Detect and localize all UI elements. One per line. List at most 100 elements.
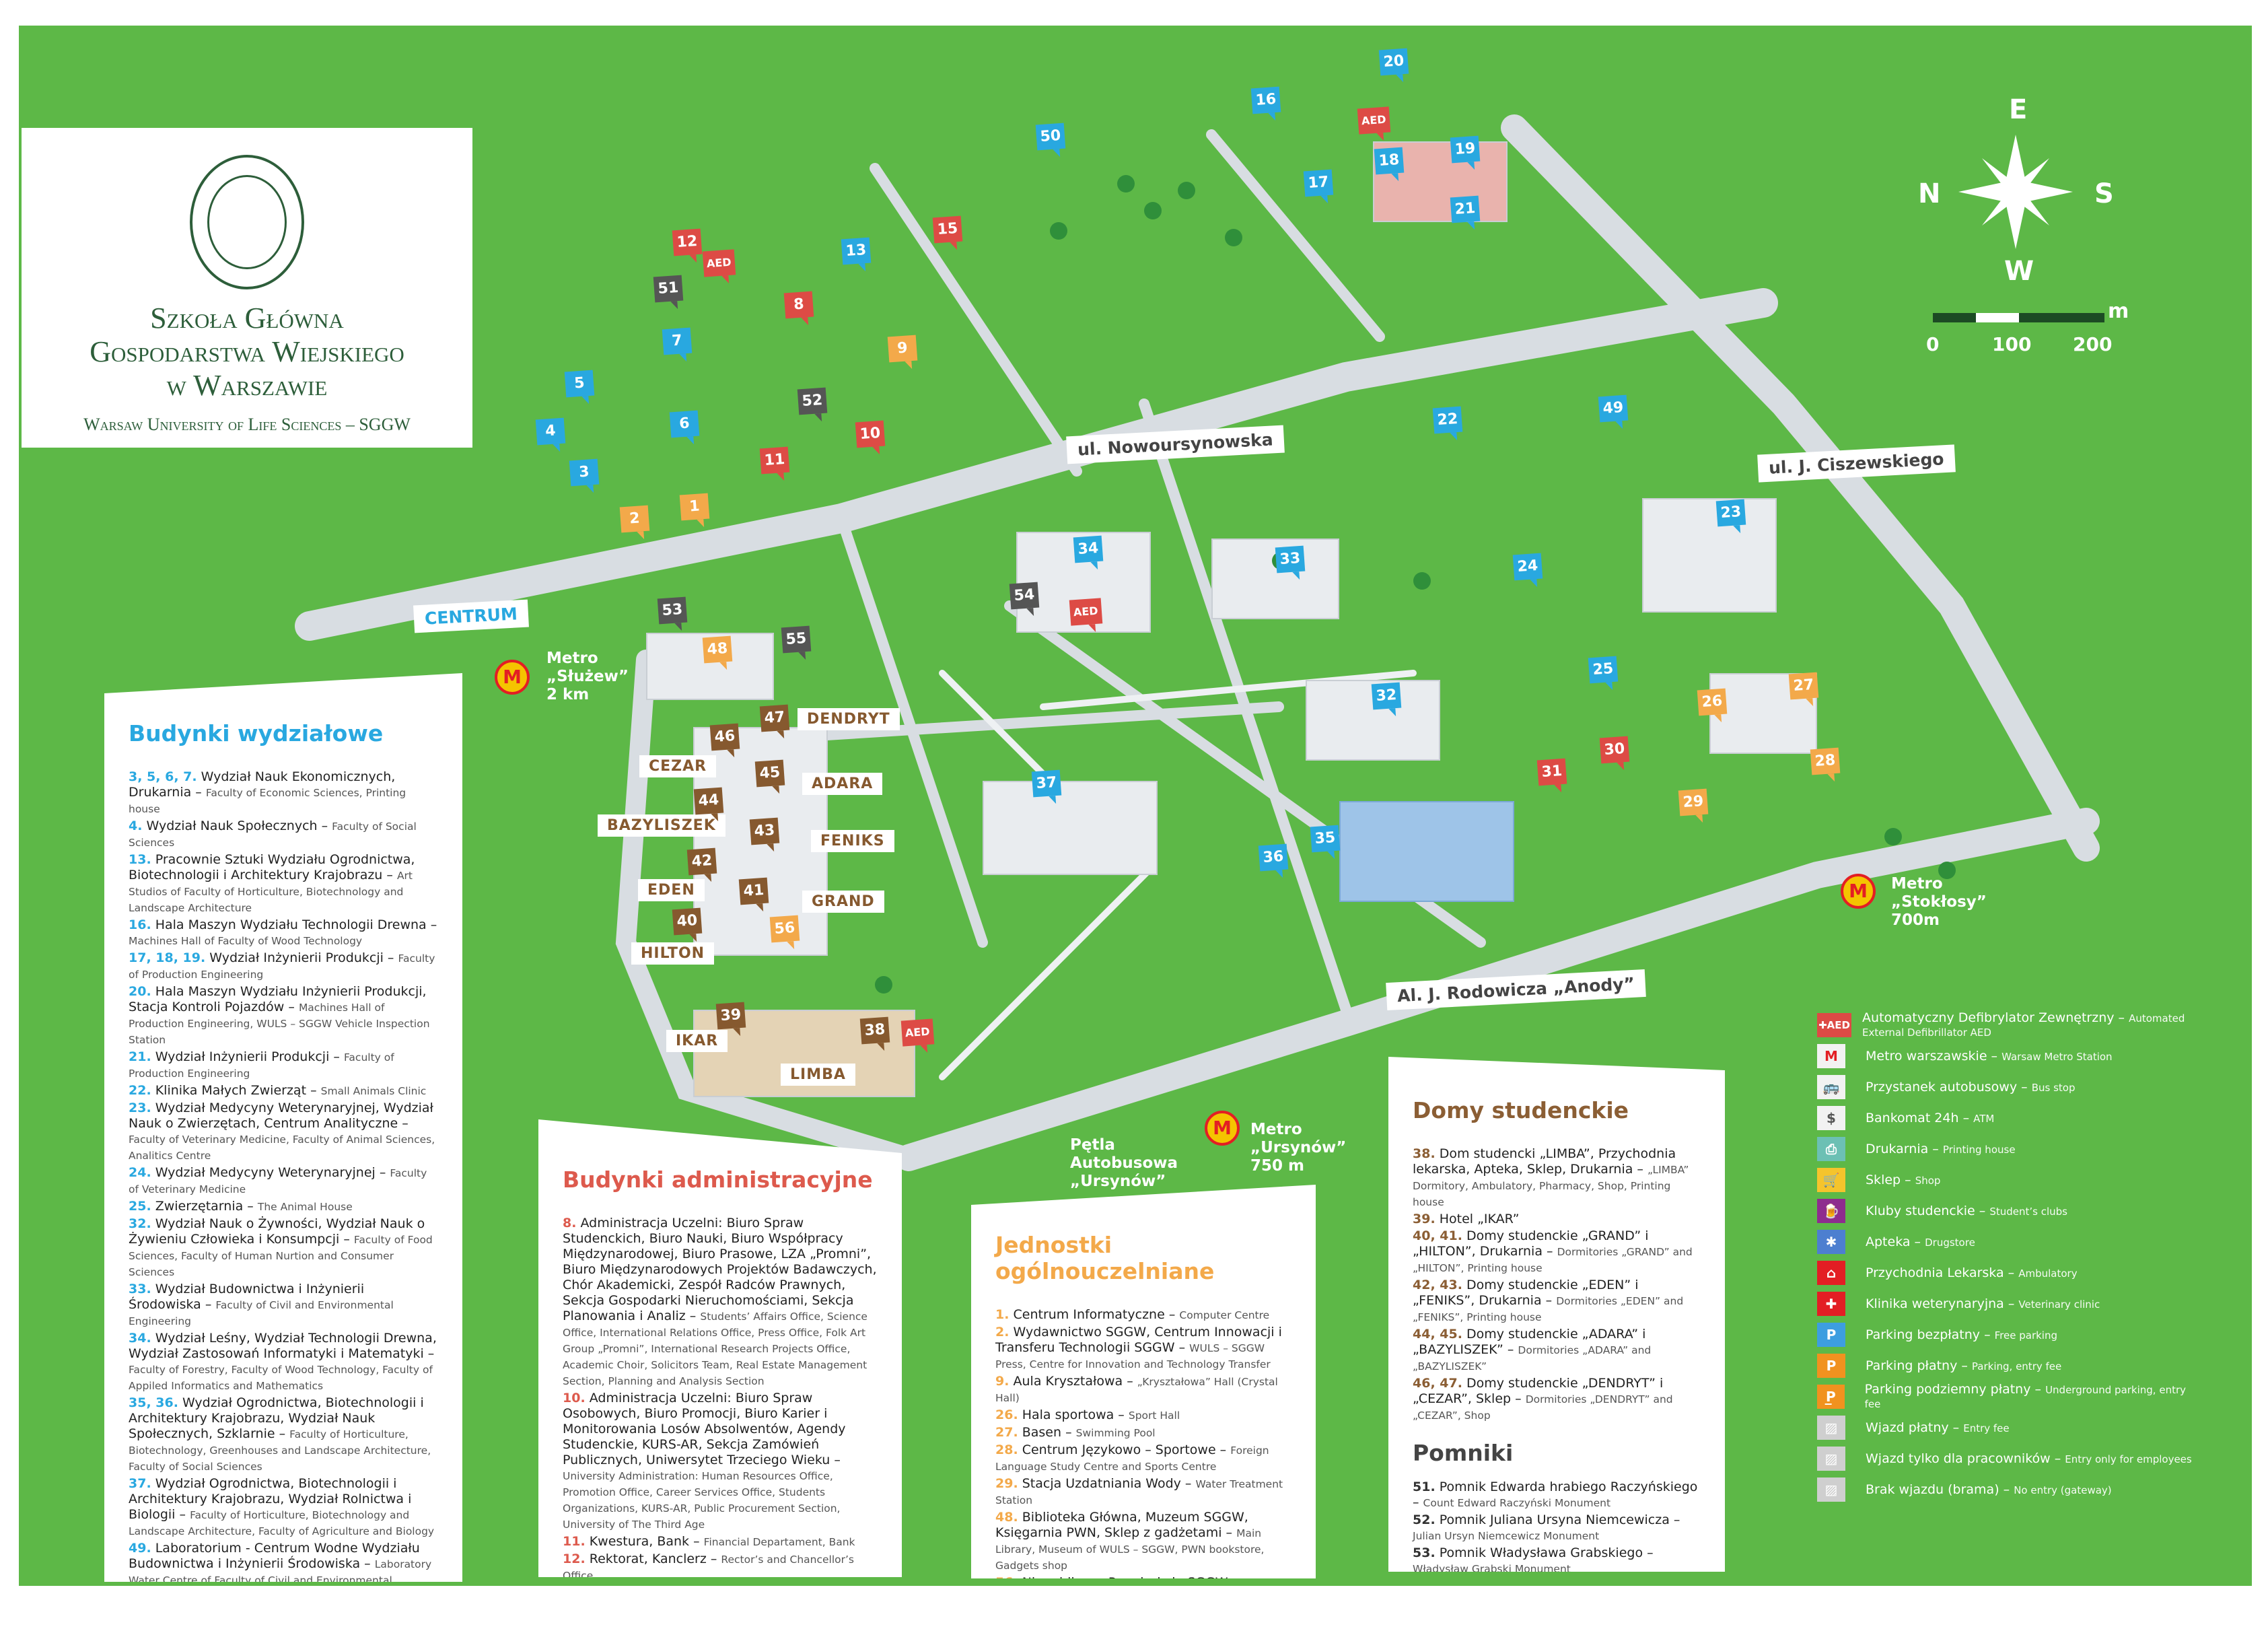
building-marker-22[interactable]: 22 [1432, 406, 1463, 434]
building-marker-8[interactable]: 8 [783, 291, 814, 319]
building-marker-38[interactable]: 38 [859, 1016, 890, 1045]
building-marker-46[interactable]: 46 [709, 723, 740, 751]
aed-marker[interactable]: AED [1069, 598, 1102, 626]
legend-entry: 9. Aula Kryształowa – „Kryształowa” Hall… [995, 1374, 1278, 1404]
legend-english-label: Bus stop [2031, 1081, 2076, 1094]
building-marker-21[interactable]: 21 [1450, 195, 1481, 223]
legend-entry: 30, 31. Administracja Uczelni – Universi… [563, 1603, 822, 1633]
entry-english-name: Rector’s and Chancellor’s Office [563, 1554, 855, 1582]
entry-number: 53. [1413, 1545, 1436, 1560]
entry-english-name: Faculty of Horticulture, Biotechnology, … [129, 1428, 431, 1473]
building-marker-15[interactable]: 15 [932, 215, 963, 244]
entry-english-name: Students’ Affairs Office, Science Office… [563, 1311, 867, 1387]
building-marker-37[interactable]: 37 [1031, 769, 1062, 798]
building-marker-43[interactable]: 43 [749, 817, 780, 845]
building-marker-5[interactable]: 5 [564, 370, 595, 398]
entry-english-name: Oak of John Paul II [1563, 1613, 1659, 1626]
legend-entry: 48. Biblioteka Główna, Muzeum SGGW, Księ… [995, 1510, 1265, 1572]
building-marker-54[interactable]: 54 [1009, 582, 1040, 610]
building-marker-17[interactable]: 17 [1303, 169, 1334, 197]
building-marker-9[interactable]: 9 [887, 335, 918, 363]
entry-number: 12. [563, 1552, 586, 1566]
building-marker-7[interactable]: 7 [662, 327, 693, 355]
entry-number: 33. [129, 1282, 151, 1296]
building-marker-2[interactable]: 2 [619, 505, 650, 533]
building-marker-40[interactable]: 40 [672, 907, 703, 936]
aed-marker[interactable]: AED [702, 249, 736, 277]
panel-title: Jednostki ogólnouczelniane [995, 1232, 1215, 1284]
building-marker-55[interactable]: 55 [781, 625, 812, 654]
entry-number: 20. [129, 984, 151, 999]
entry-english-name: Perennial Garden [270, 1608, 361, 1620]
scale-tick: 200 [2073, 333, 2113, 355]
legend-entry: 32. Wydział Nauk o Żywności, Wydział Nau… [129, 1216, 433, 1278]
building-marker-34[interactable]: 34 [1073, 535, 1104, 563]
entry-polish-name: Wydział Ogrodnictwa, Biotechnologii i Ar… [129, 1476, 412, 1522]
building-marker-10[interactable]: 10 [855, 420, 886, 448]
building-marker-1[interactable]: 1 [679, 493, 710, 521]
building-marker-13[interactable]: 13 [841, 237, 872, 265]
building-marker-28[interactable]: 28 [1810, 747, 1841, 775]
building-marker-29[interactable]: 29 [1678, 788, 1709, 816]
building-marker-56[interactable]: 56 [769, 915, 800, 943]
legend-english-label: Free parking [1994, 1329, 2058, 1342]
building-marker-41[interactable]: 41 [738, 877, 769, 905]
building-marker-26[interactable]: 26 [1697, 688, 1728, 716]
legend-label: Parking bezpłatny [1866, 1327, 1981, 1342]
panel-title: Budynki administracyjne [563, 1167, 873, 1193]
building-marker-4[interactable]: 4 [535, 417, 566, 446]
building-marker-47[interactable]: 47 [759, 704, 790, 732]
building-marker-16[interactable]: 16 [1250, 86, 1281, 114]
legend-entry: 46, 47. Domy studenckie „DENDRYT” i „CEZ… [1413, 1376, 1673, 1422]
legend-item: $Bankomat 24h – ATM [1817, 1103, 2194, 1134]
building-marker-35[interactable]: 35 [1310, 825, 1341, 853]
building-marker-49[interactable]: 49 [1598, 394, 1629, 423]
building-marker-27[interactable]: 27 [1788, 672, 1819, 700]
aed-marker[interactable]: AED [1357, 106, 1390, 135]
building-marker-50[interactable]: 50 [1035, 123, 1066, 151]
building-marker-23[interactable]: 23 [1715, 499, 1746, 527]
entry-english-name: University Administration: Human Resourc… [563, 1470, 841, 1531]
building-marker-39[interactable]: 39 [715, 1002, 746, 1030]
university-name-line3: w Warszawie [166, 369, 328, 402]
building-marker-32[interactable]: 32 [1371, 682, 1402, 710]
building-marker-36[interactable]: 36 [1258, 843, 1289, 872]
building-marker-30[interactable]: 30 [1599, 736, 1630, 764]
entry-english-name: Small Animals Clinic [320, 1085, 427, 1097]
building-marker-24[interactable]: 24 [1512, 553, 1543, 581]
building-marker-45[interactable]: 45 [754, 759, 785, 788]
entry-english-name: Faculty of Production Engineering [129, 1051, 394, 1080]
building-marker-19[interactable]: 19 [1450, 135, 1481, 164]
building-marker-42[interactable]: 42 [686, 847, 717, 876]
entry-english-name: Machines Hall of Faculty of Wood Technol… [129, 935, 363, 947]
legend-entry: 50. Ogród Bylinowy – Perennial Garden [129, 1606, 361, 1621]
building-marker-52[interactable]: 52 [797, 387, 828, 415]
building-marker-31[interactable]: 31 [1536, 758, 1567, 786]
entry-polish-name: Kwestura, Bank [589, 1534, 690, 1549]
building-marker-3[interactable]: 3 [569, 458, 600, 487]
legend-item: P̲Parking podziemny płatny – Underground… [1817, 1381, 2194, 1412]
building-marker-53[interactable]: 53 [657, 596, 688, 625]
aed-marker[interactable]: AED [900, 1018, 934, 1047]
building-marker-44[interactable]: 44 [693, 787, 724, 815]
entry-number: 9. [995, 1374, 1009, 1389]
building-marker-51[interactable]: 51 [653, 275, 684, 303]
entry-polish-name: Administracja Uczelni [616, 1603, 754, 1617]
building-marker-20[interactable]: 20 [1378, 48, 1409, 76]
entry-number: 38. [1413, 1146, 1436, 1161]
entry-english-name: Władysław Grabski Monument [1413, 1563, 1571, 1575]
building-marker-25[interactable]: 25 [1588, 656, 1619, 684]
building-marker-6[interactable]: 6 [669, 410, 700, 438]
entry-number: 24. [129, 1165, 151, 1180]
building-marker-11[interactable]: 11 [759, 446, 790, 475]
entry-english-name: Faculty of Horticulture, Biotechnology a… [129, 1509, 435, 1537]
university-english-name: Warsaw University of Life Sciences – SGG… [83, 415, 411, 434]
building-marker-12[interactable]: 12 [672, 228, 703, 256]
compass-east: E [2009, 94, 2028, 125]
building-marker-33[interactable]: 33 [1275, 545, 1306, 573]
building-marker-48[interactable]: 48 [702, 635, 733, 664]
building-marker-18[interactable]: 18 [1374, 147, 1405, 175]
employee-entry-icon: ▨ [1817, 1447, 1845, 1471]
road-dorm-loop [615, 650, 919, 1168]
